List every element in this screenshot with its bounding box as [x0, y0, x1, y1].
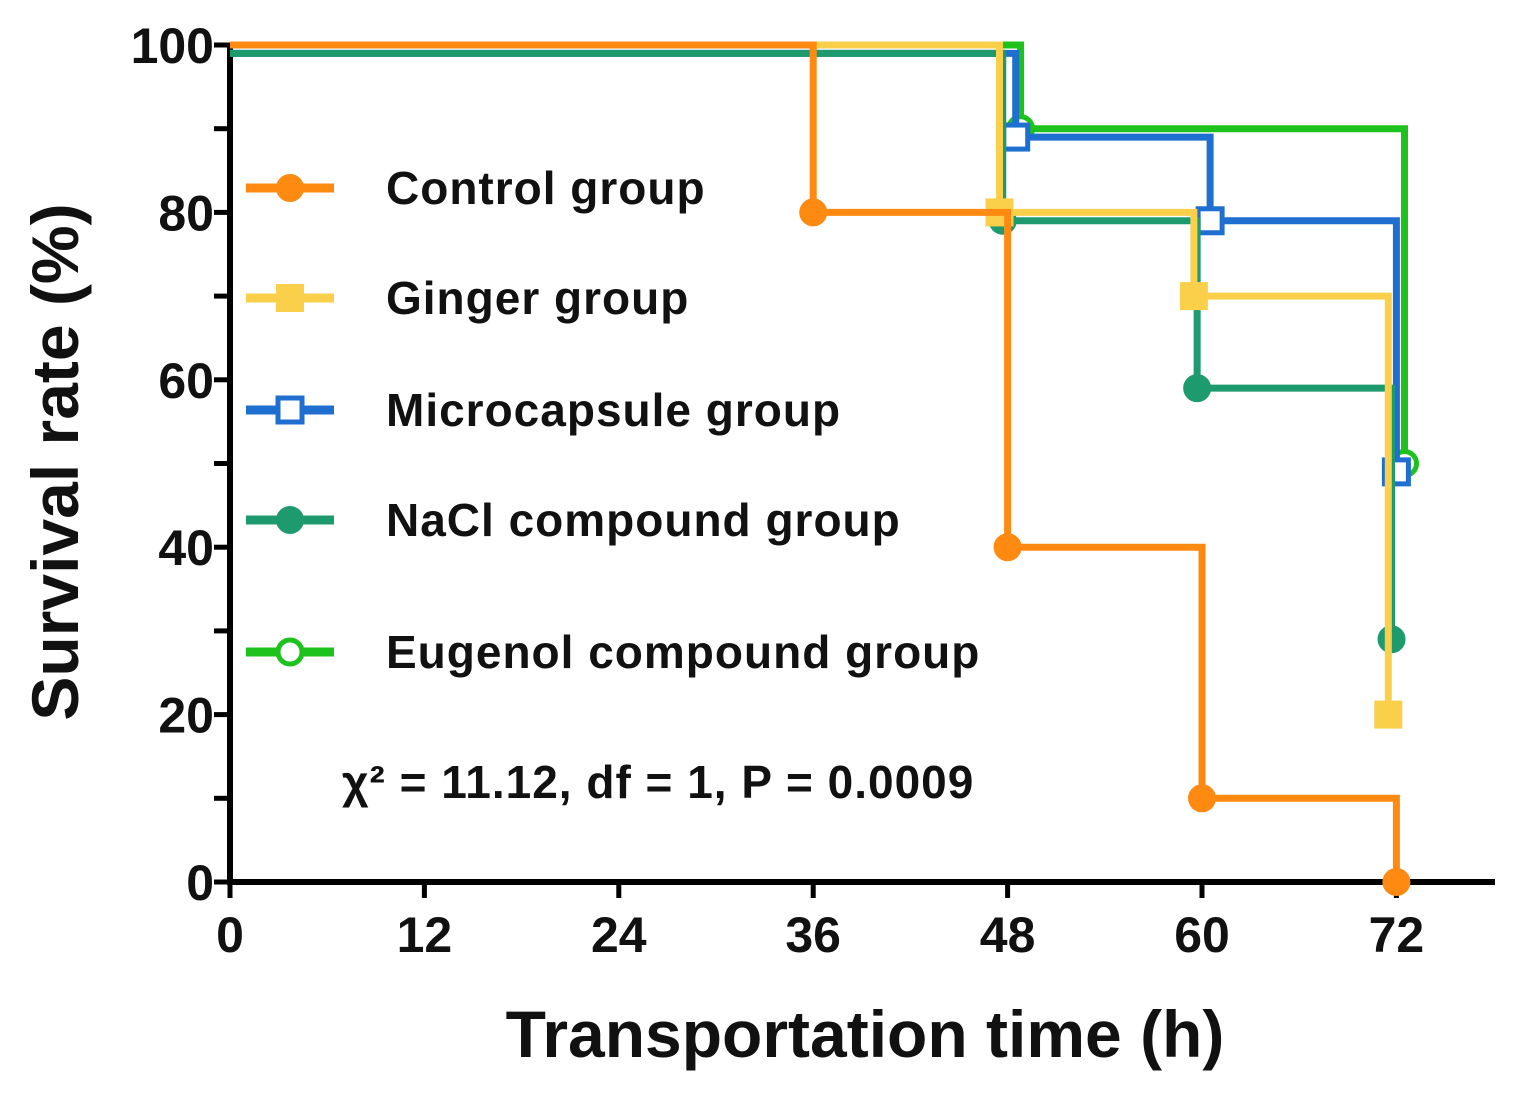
- legend-item: Ginger group: [246, 272, 689, 324]
- x-tick-label: 12: [397, 907, 453, 963]
- y-tick-label: 40: [158, 520, 214, 576]
- y-tick-label: 60: [158, 353, 214, 409]
- legend-marker: [276, 506, 304, 534]
- event-marker: [1179, 282, 1208, 311]
- legend-marker: [275, 637, 305, 667]
- event-marker: [799, 198, 828, 227]
- survival-step-line: [230, 49, 1400, 472]
- x-tick-label: 36: [785, 907, 841, 963]
- legend-item: Microcapsule group: [246, 384, 841, 436]
- x-tick-label: 48: [980, 907, 1036, 963]
- y-tick-label: 0: [186, 855, 214, 911]
- legend-item: NaCl compound group: [246, 494, 901, 546]
- series-nacl-compound-group: [230, 49, 1406, 654]
- event-marker: [1188, 784, 1216, 813]
- x-tick-label: 60: [1174, 907, 1230, 963]
- event-marker: [1381, 457, 1411, 487]
- event-marker: [1382, 868, 1411, 896]
- legend-marker: [276, 174, 304, 202]
- x-tick-label: 0: [216, 907, 244, 963]
- series-layer: [230, 41, 1419, 896]
- legend-label: Ginger group: [386, 272, 689, 324]
- event-marker: [1374, 700, 1403, 729]
- legend-label: Control group: [386, 162, 706, 214]
- legend-marker: [275, 395, 305, 425]
- axes: 0 20 40 60 80 100 0 12 24 36 48 60 72: [131, 18, 1495, 963]
- y-tick-label: 20: [158, 688, 214, 744]
- legend-label: Eugenol compound group: [386, 626, 980, 678]
- x-tick-label: 72: [1369, 907, 1425, 963]
- y-axis-title: Survival rate (%): [18, 203, 92, 720]
- legend-item: Control group: [246, 162, 706, 214]
- legend-label: Microcapsule group: [386, 384, 841, 436]
- series-control-group: [230, 41, 1411, 896]
- event-marker: [993, 533, 1022, 562]
- legend-item: Eugenol compound group: [246, 626, 980, 678]
- x-tick-label: 24: [591, 907, 647, 963]
- legend-marker: [276, 284, 304, 312]
- x-axis-title: Transportation time (h): [506, 997, 1225, 1071]
- event-marker: [1001, 122, 1031, 152]
- legend-label: NaCl compound group: [386, 494, 901, 546]
- survival-step-line: [230, 41, 1392, 715]
- y-tick-label: 80: [158, 185, 214, 241]
- event-marker: [1183, 374, 1212, 403]
- event-marker: [1195, 206, 1225, 236]
- chi-square-annotation: χ² = 11.12, df = 1, P = 0.0009: [342, 756, 974, 808]
- y-tick-label: 100: [131, 18, 214, 74]
